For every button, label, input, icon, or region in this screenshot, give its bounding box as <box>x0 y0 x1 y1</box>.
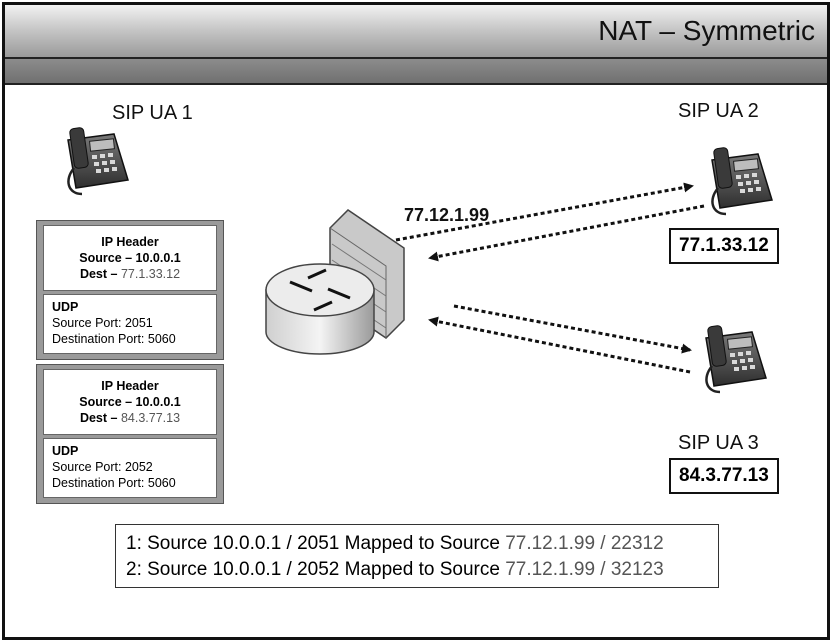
packet-1-source: Source – 10.0.0.1 <box>79 251 181 265</box>
packet-2-dest: Dest – 84.3.77.13 <box>44 410 216 426</box>
packet-1-dest-prefix: Dest – <box>79 267 121 281</box>
arrow-ua3-to-nat <box>428 316 691 374</box>
packet-2-udp-title: UDP <box>52 444 79 458</box>
packet-1-ip-header: IP Header Source – 10.0.0.1 Dest – 77.1.… <box>43 225 217 291</box>
ua2-label: SIP UA 2 <box>678 100 759 122</box>
router-icon <box>265 263 375 355</box>
arrow-ua2-to-nat <box>428 204 705 262</box>
packet-2-ip-header: IP Header Source – 10.0.0.1 Dest – 84.3.… <box>43 369 217 435</box>
sub-bar <box>5 59 827 85</box>
slide-title: NAT – Symmetric <box>598 15 815 46</box>
packet-1-udp-title: UDP <box>52 300 79 314</box>
phone-icon-ua2 <box>710 145 774 216</box>
title-bar: NAT – Symmetric <box>5 5 827 59</box>
nat-public-ip: 77.12.1.99 <box>404 205 490 225</box>
packet-1-source-port: Source Port: 2051 <box>52 316 153 330</box>
packet-2-dest-port: Destination Port: 5060 <box>52 476 176 490</box>
mapping-2-prefix: 2: Source 10.0.0.1 / 2052 Mapped to Sour… <box>126 559 506 580</box>
arrow-nat-to-ua2 <box>395 182 694 242</box>
phone-icon-ua1 <box>66 125 130 196</box>
packet-2-source-port: Source Port: 2052 <box>52 460 153 474</box>
nat-mapping-table: 1: Source 10.0.0.1 / 2051 Mapped to Sour… <box>115 524 719 588</box>
ua1-label: SIP UA 1 <box>112 102 193 124</box>
ua2-ip-box: 77.1.33.12 <box>669 228 779 264</box>
packet-1-dest-value: 77.1.33.12 <box>120 267 181 281</box>
packet-2-dest-prefix: Dest – <box>79 411 121 425</box>
mapping-row-1: 1: Source 10.0.0.1 / 2051 Mapped to Sour… <box>126 531 708 557</box>
mapping-2-value: 77.12.1.99 / 32123 <box>505 559 664 580</box>
packet-1-udp: UDP Source Port: 2051 Destination Port: … <box>43 294 217 354</box>
phone-icon-ua3 <box>704 323 768 394</box>
packet-1-dest-port: Destination Port: 5060 <box>52 332 176 346</box>
mapping-1-value: 77.12.1.99 / 22312 <box>505 533 664 554</box>
packet-2-ip-title: IP Header <box>101 379 159 393</box>
mapping-1-prefix: 1: Source 10.0.0.1 / 2051 Mapped to Sour… <box>126 533 506 554</box>
packet-2-udp: UDP Source Port: 2052 Destination Port: … <box>43 438 217 498</box>
packet-2: IP Header Source – 10.0.0.1 Dest – 84.3.… <box>36 364 224 504</box>
mapping-row-2: 2: Source 10.0.0.1 / 2052 Mapped to Sour… <box>126 557 708 583</box>
ua3-label: SIP UA 3 <box>678 432 759 454</box>
packet-2-source: Source – 10.0.0.1 <box>79 395 181 409</box>
packet-2-dest-value: 84.3.77.13 <box>120 411 181 425</box>
arrow-nat-to-ua3 <box>453 304 692 354</box>
packet-1-ip-title: IP Header <box>101 235 159 249</box>
ua3-ip-box: 84.3.77.13 <box>669 458 779 494</box>
packet-1: IP Header Source – 10.0.0.1 Dest – 77.1.… <box>36 220 224 360</box>
packet-1-dest: Dest – 77.1.33.12 <box>44 266 216 282</box>
